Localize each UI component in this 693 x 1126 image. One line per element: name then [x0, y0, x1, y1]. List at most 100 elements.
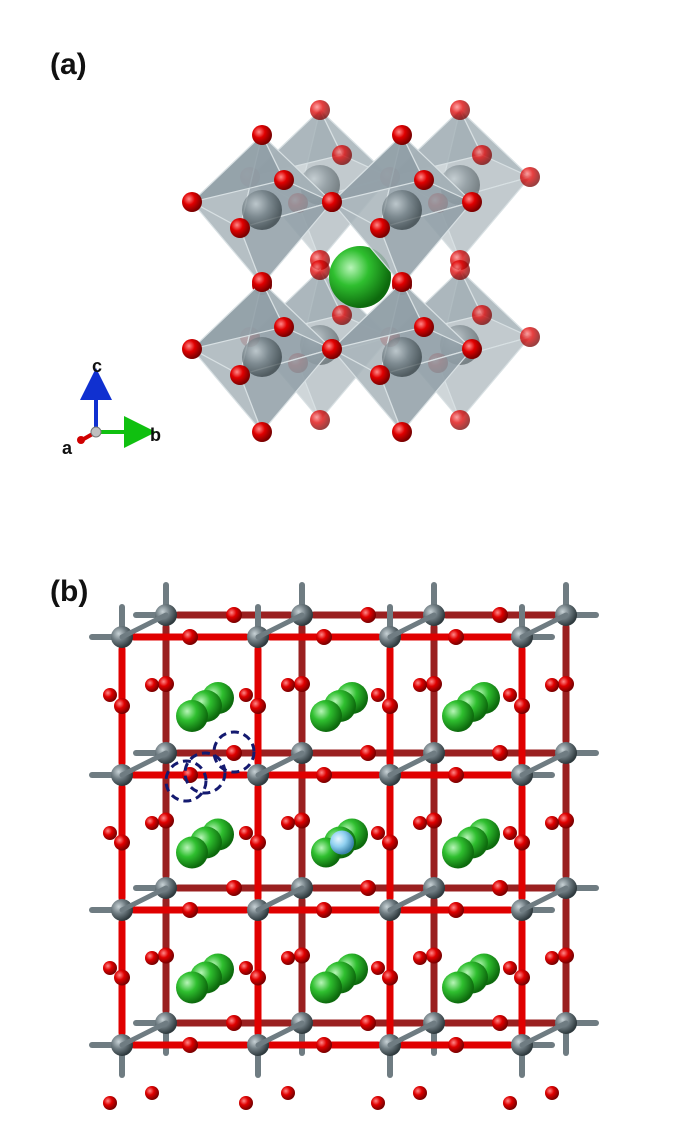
metal-bond — [519, 885, 569, 913]
oxygen-atom — [545, 678, 559, 692]
axis-triad: c b a — [62, 356, 161, 458]
oxygen-atom — [310, 100, 330, 120]
oxygen-atom — [145, 1086, 159, 1100]
a-site-cation — [329, 246, 391, 308]
metal-bond — [119, 885, 169, 913]
oxygen-atom — [239, 826, 253, 840]
b-site-metal-atom — [382, 337, 422, 377]
oxygen-atom — [360, 745, 376, 761]
a-site-cation — [176, 971, 208, 1004]
oxygen-atom — [230, 365, 250, 385]
oxygen-atom — [281, 1086, 295, 1100]
oxygen-atom — [503, 826, 517, 840]
oxygen-atom — [226, 880, 242, 896]
oxygen-atom — [448, 629, 464, 645]
oxygen-atom — [545, 1086, 559, 1100]
oxygen-atom — [250, 834, 266, 851]
metal-bond — [387, 612, 437, 640]
oxygen-atom — [145, 678, 159, 692]
oxygen-atom — [252, 422, 272, 442]
oxygen-atom — [226, 1015, 242, 1031]
oxygen-atom — [413, 678, 427, 692]
oxygen-atom — [448, 1037, 464, 1053]
b-axis-label: b — [150, 425, 161, 445]
oxygen-atom — [462, 192, 482, 212]
oxygen-atom — [492, 607, 508, 623]
panel-a-label: (a) — [50, 48, 87, 81]
oxygen-atom — [182, 629, 198, 645]
a-axis-label: a — [62, 438, 73, 458]
highlight-circle — [212, 730, 256, 774]
oxygen-atom — [514, 834, 530, 851]
a-site-cation — [310, 971, 342, 1004]
oxygen-atom — [545, 816, 559, 830]
oxygen-atom — [316, 902, 332, 918]
oxygen-atom — [370, 218, 390, 238]
oxygen-atom — [310, 410, 330, 430]
oxygen-atom — [145, 816, 159, 830]
oxygen-atom — [103, 961, 117, 975]
oxygen-atom — [158, 947, 174, 964]
oxygen-atom — [448, 767, 464, 783]
oxygen-atom — [239, 961, 253, 975]
metal-bond — [255, 885, 305, 913]
oxygen-atom — [281, 816, 295, 830]
a-site-cation — [442, 971, 474, 1004]
substituent-atom — [330, 830, 354, 855]
oxygen-atom — [103, 688, 117, 702]
b-site-metal-atom — [242, 190, 282, 230]
oxygen-atom — [371, 826, 385, 840]
oxygen-atom — [182, 902, 198, 918]
metal-bond — [255, 1020, 305, 1048]
oxygen-atom — [239, 1096, 253, 1110]
oxygen-atom — [360, 880, 376, 896]
oxygen-atom — [294, 947, 310, 964]
oxygen-atom — [558, 676, 574, 692]
oxygen-atom — [114, 698, 130, 714]
c-axis-label: c — [92, 356, 102, 376]
a-site-cation — [442, 836, 474, 869]
oxygen-atom — [503, 1096, 517, 1110]
oxygen-atom — [145, 951, 159, 965]
b-site-metal-atom — [382, 190, 422, 230]
oxygen-atom — [230, 218, 250, 238]
oxygen-atom — [274, 170, 294, 190]
oxygen-atom — [250, 698, 266, 714]
a-axis-tip — [77, 436, 85, 444]
b-site-metal-atom — [242, 337, 282, 377]
oxygen-atom — [322, 339, 342, 359]
oxygen-atom — [503, 688, 517, 702]
octahedron-face — [189, 280, 285, 351]
oxygen-atom — [360, 1015, 376, 1031]
oxygen-atom — [413, 1086, 427, 1100]
oxygen-atom — [322, 192, 342, 212]
oxygen-atom — [413, 816, 427, 830]
oxygen-atom — [294, 812, 310, 829]
oxygen-atom — [462, 339, 482, 359]
oxygen-atom — [103, 826, 117, 840]
metal-bond — [255, 750, 305, 778]
oxygen-atom — [392, 422, 412, 442]
metal-bond — [519, 612, 569, 640]
metal-bond — [387, 885, 437, 913]
oxygen-atom — [492, 880, 508, 896]
a-site-cation — [310, 700, 342, 732]
oxygen-atom — [332, 145, 352, 165]
metal-bond — [119, 612, 169, 640]
oxygen-atom — [360, 607, 376, 623]
metal-bond — [119, 1020, 169, 1048]
oxygen-atom — [316, 767, 332, 783]
oxygen-atom — [182, 339, 202, 359]
oxygen-atom — [114, 834, 130, 851]
oxygen-atom — [182, 192, 202, 212]
oxygen-atom — [316, 629, 332, 645]
oxygen-atom — [158, 812, 174, 829]
oxygen-atom — [250, 969, 266, 986]
a-site-cation — [176, 836, 208, 869]
oxygen-atom — [414, 170, 434, 190]
oxygen-atom — [492, 1015, 508, 1031]
oxygen-atom — [252, 125, 272, 145]
oxygen-atom — [382, 969, 398, 986]
oxygen-atom — [294, 676, 310, 692]
oxygen-atom — [545, 951, 559, 965]
